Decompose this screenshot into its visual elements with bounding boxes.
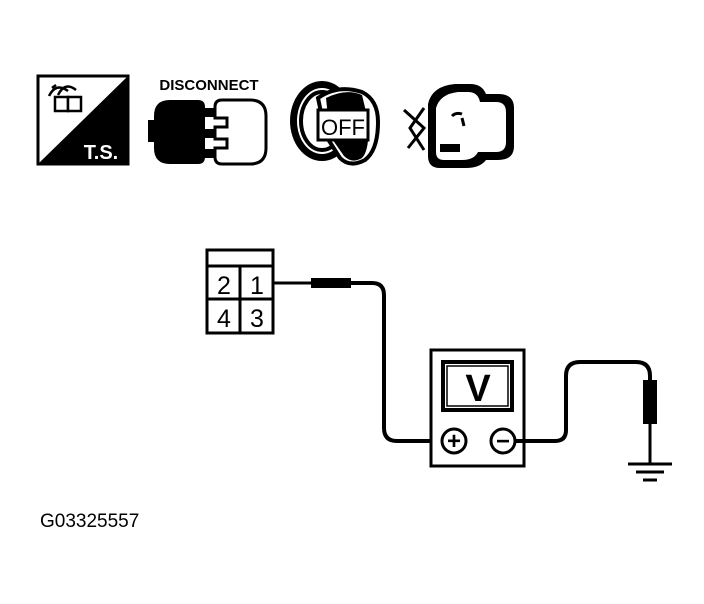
engine-icon <box>402 84 514 168</box>
figure-code: G03325557 <box>40 511 139 532</box>
positive-terminal <box>440 427 468 455</box>
ignition-key-off-icon: OFF <box>290 81 381 166</box>
negative-probe-lead <box>515 360 657 463</box>
positive-terminal-symbol: + <box>447 428 461 455</box>
ts-label: T.S. <box>84 142 118 164</box>
ground-symbol-icon <box>628 462 672 482</box>
connector-disconnect-icon: DISCONNECT <box>148 77 268 166</box>
connector-pin-1: 1 <box>250 272 264 300</box>
positive-probe-lead <box>273 278 438 443</box>
negative-terminal-symbol: − <box>496 428 510 455</box>
connector-pin-4: 4 <box>217 305 231 333</box>
ignition-off-label: OFF <box>321 115 365 140</box>
harness-connector <box>205 248 275 335</box>
connector-troubleshoot-icon: T.S. <box>36 74 130 166</box>
connector-pin-2: 2 <box>217 272 231 300</box>
disconnect-label: DISCONNECT <box>159 77 258 94</box>
voltmeter: V + − <box>429 348 526 468</box>
connector-pin-3: 3 <box>250 305 264 333</box>
voltmeter-symbol: V <box>465 368 491 410</box>
